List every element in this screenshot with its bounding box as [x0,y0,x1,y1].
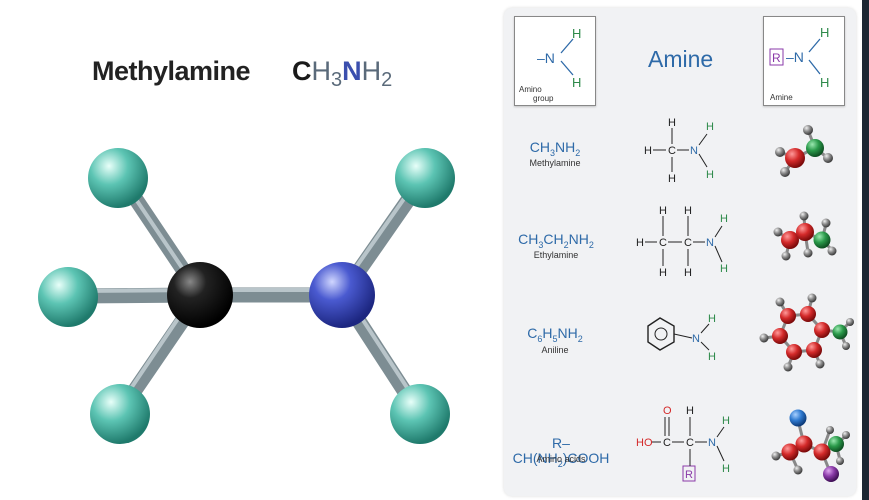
hydrogen-atom-bottom-right [390,384,450,444]
amine-heading: Amine [648,46,714,72]
methylamine-ball-stick-model [38,148,455,444]
svg-text:–N: –N [537,50,555,66]
molecule-title: Methylamine [92,56,251,86]
svg-text:–N: –N [786,49,804,65]
amine-box: R –N H H Amine [763,16,845,106]
right-edge-bar [862,0,869,500]
amino-group-structure: –N H H [537,26,581,90]
amino-group-caption: Amino group [519,85,554,103]
svg-text:H: H [572,75,581,90]
nitrogen-atom [309,262,375,328]
molecule-formula: CH3NH2 [292,56,393,91]
row-methylamine-name: Methylamine [529,158,581,168]
hydrogen-atom-bottom-left [90,384,150,444]
row-aniline-name: Aniline [541,345,569,355]
row-methylamine-formula: CH3NH2 [529,139,581,158]
svg-text:H: H [820,25,829,40]
hydrogen-atom-top-right [395,148,455,208]
svg-text:H: H [572,26,581,41]
amine-general-structure: R –N H H [769,25,829,90]
row-ethylamine-formula: CH3CH2NH2 [518,231,594,250]
row-amino-acids-name: Amino acids [536,454,586,464]
amine-caption: Amine [770,93,793,102]
methylamine-model-area: Methylamine CH3NH2 [38,56,455,444]
row-ethylamine-name: Ethylamine [533,250,579,260]
amino-group-box: –N H H Amino group [514,16,596,106]
hydrogen-atom-left [38,267,98,327]
hydrogen-atom-top-left [88,148,148,208]
row-aniline-formula: C6H5NH2 [527,325,583,344]
carbon-atom [167,262,233,328]
svg-text:R: R [772,51,781,65]
svg-text:H: H [820,75,829,90]
row-amino-acids-formula: R–CH(NH2)COOH [512,435,610,469]
